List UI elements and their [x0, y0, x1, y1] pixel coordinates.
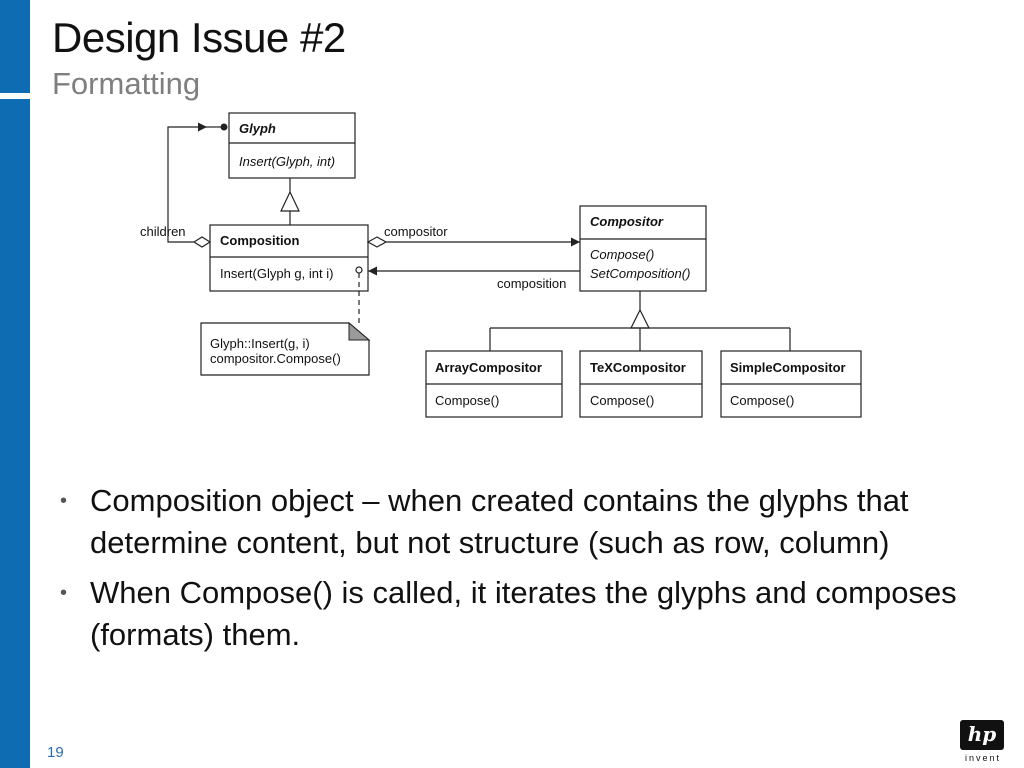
- array-compositor-class: ArrayCompositor Compose(): [425, 350, 563, 418]
- page-number: 19: [47, 744, 64, 761]
- children-label: children: [140, 224, 186, 239]
- left-accent-bar: [0, 0, 30, 768]
- bullet-text: When Compose() is called, it iterates th…: [90, 575, 957, 652]
- slide-subtitle: Formatting: [52, 66, 201, 101]
- bullet-dot-icon: •: [60, 490, 68, 512]
- glyph-class: Glyph Insert(Glyph, int): [228, 112, 356, 179]
- array-compositor-name: ArrayCompositor: [435, 360, 542, 375]
- compositor-compose-op: Compose(): [590, 247, 654, 262]
- slide-title: Design Issue #2: [52, 14, 346, 61]
- compositor-label: compositor: [384, 224, 448, 239]
- tex-compositor-class: TeXCompositor Compose(): [579, 350, 703, 418]
- composition-association: composition: [368, 266, 580, 291]
- composition-class: Composition Insert(Glyph g, int i): [209, 224, 369, 292]
- simple-compositor-name: SimpleCompositor: [730, 360, 846, 375]
- note-line-1: Glyph::Insert(g, i): [210, 336, 310, 351]
- compositor-inheritance: [489, 291, 791, 351]
- tex-compositor-name: TeXCompositor: [590, 360, 686, 375]
- hp-logo-icon: hp: [960, 720, 1004, 750]
- composition-inherits-glyph: [280, 178, 300, 225]
- hp-logo: hp invent: [958, 720, 1008, 766]
- glyph-insert-op: Insert(Glyph, int): [239, 154, 335, 169]
- simple-compositor-class: SimpleCompositor Compose(): [720, 350, 862, 418]
- logo-word: invent: [964, 753, 1002, 763]
- array-compositor-op: Compose(): [435, 393, 499, 408]
- bullet-text: Composition object – when created contai…: [90, 483, 909, 560]
- bullet-item: • Composition object – when created cont…: [58, 480, 1008, 564]
- simple-compositor-op: Compose(): [730, 393, 794, 408]
- compositor-class-name: Compositor: [590, 214, 664, 229]
- class-diagram: Glyph Insert(Glyph, int) Composition Ins…: [140, 112, 862, 418]
- composition-class-name: Composition: [220, 233, 299, 248]
- logo-badge-text: hp: [967, 722, 997, 746]
- note-line-2: compositor.Compose(): [210, 351, 341, 366]
- tex-compositor-op: Compose(): [590, 393, 654, 408]
- compositor-setcomposition-op: SetComposition(): [590, 266, 690, 281]
- compositor-class: Compositor Compose() SetComposition(): [579, 205, 707, 292]
- bullet-dot-icon: •: [60, 582, 68, 604]
- glyph-class-name: Glyph: [239, 121, 276, 136]
- children-aggregation: children: [140, 122, 228, 248]
- composition-insert-op: Insert(Glyph g, int i): [220, 266, 333, 281]
- accent-bar-notch: [0, 93, 30, 99]
- bullet-item: • When Compose() is called, it iterates …: [58, 572, 1008, 656]
- bullet-list: • Composition object – when created cont…: [58, 480, 1008, 664]
- compositor-association: compositor: [366, 224, 580, 248]
- composition-label: composition: [497, 276, 566, 291]
- insert-note: Glyph::Insert(g, i) compositor.Compose(): [200, 266, 371, 376]
